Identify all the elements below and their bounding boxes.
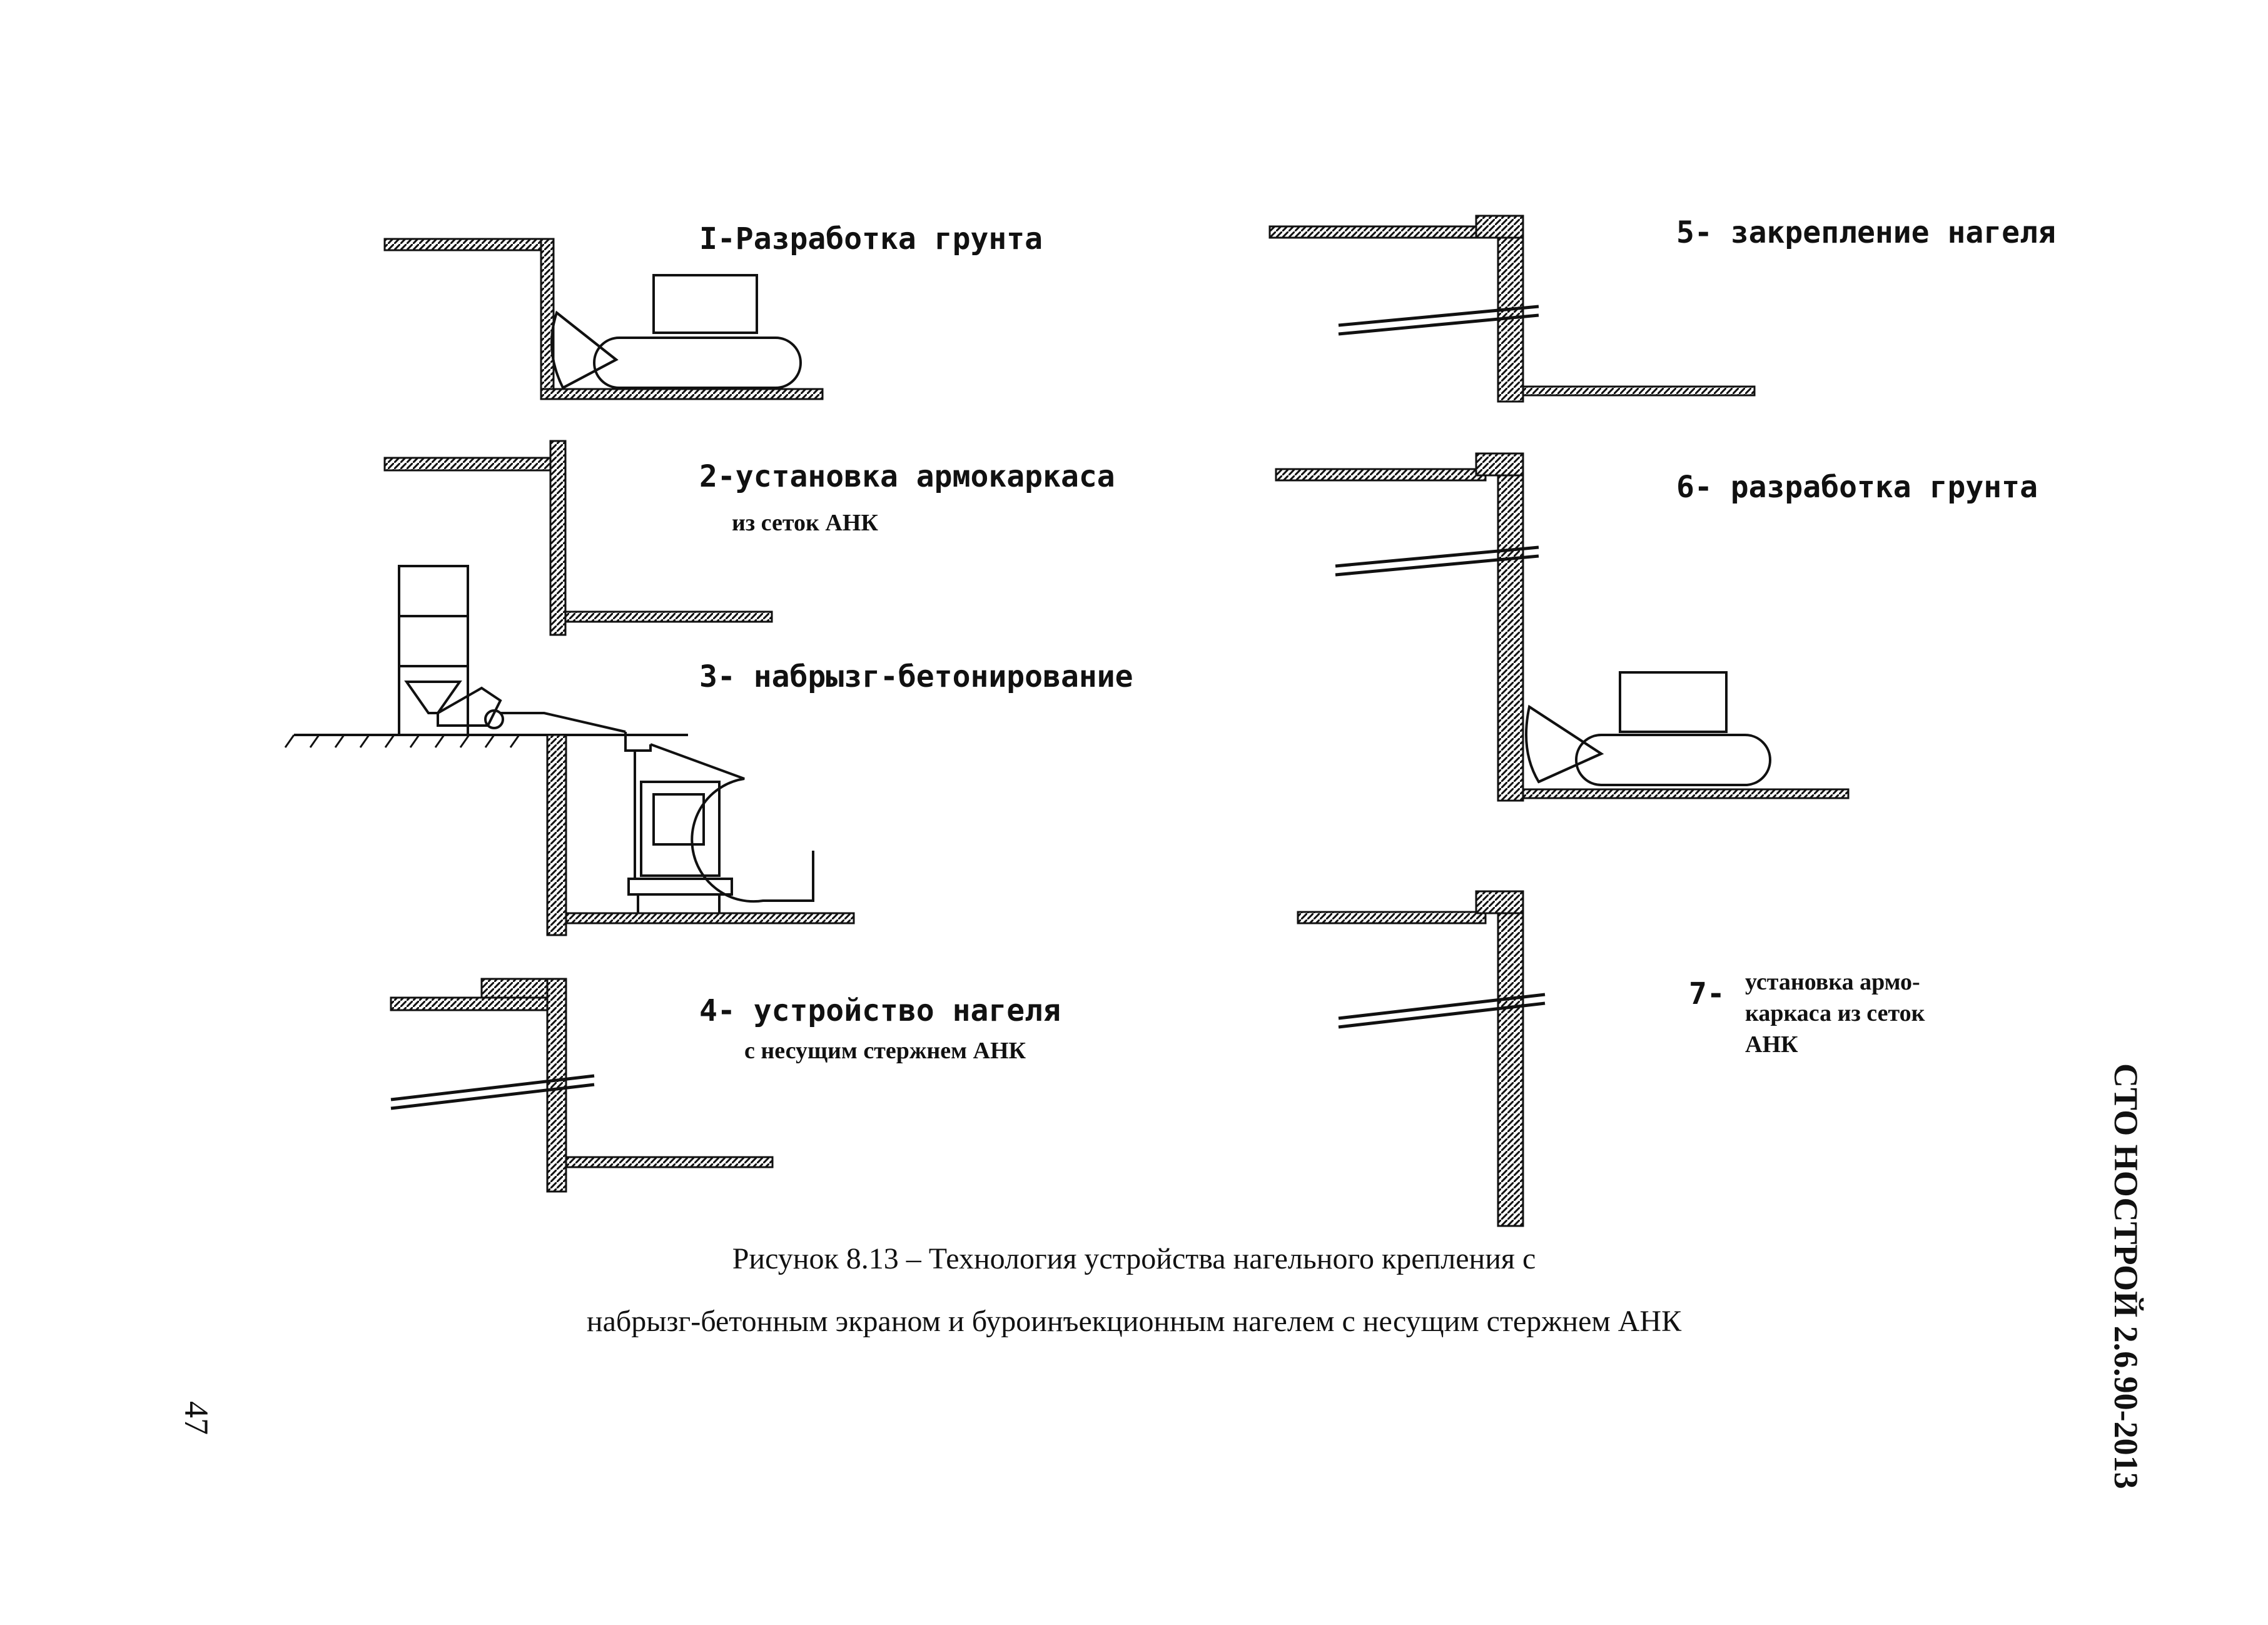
step-2-sublabel: из сеток АНК [732,510,878,536]
step-4-sublabel: с несущим стержнем АНК [744,1038,1026,1064]
step-2-label: 2-установка армокаркаса [699,459,1115,494]
step-3-label: 3- набрызг-бетонирование [699,659,1133,694]
step-2-diagram [383,440,773,636]
figure-caption-line-1: Рисунок 8.13 – Технология устройства наг… [732,1242,1536,1275]
step-5-diagram [1268,215,1756,403]
sprayer-machine-icon [624,732,814,913]
excavator-icon [1525,671,1771,786]
document-standard-code: СТО НОСТРОЙ 2.6.90-2013 [2107,1063,2145,1489]
step-3-diagram [284,565,855,936]
step-1-label: I-Разработка грунта [699,221,1043,256]
step-5-label: 5- закрепление нагеля [1676,215,2056,250]
step-7-label-line-3: АНК [1745,1031,1798,1058]
page-number: 47 [178,1401,215,1435]
figure-caption-line-2: набрызг-бетонным экраном и буроинъекцион… [586,1305,1682,1338]
step-7-label-line-1: установка армо- [1745,969,1920,995]
step-4-label: 4- устройство нагеля [699,993,1061,1028]
step-6-label: 6- разработка грунта [1676,470,2038,505]
step-4-diagram [390,978,774,1193]
step-6-diagram [1275,452,1850,802]
concrete-pump-icon [398,565,626,736]
excavator-icon [550,274,802,390]
step-1-diagram [383,238,824,400]
step-7-diagram [1297,890,1546,1227]
step-7-label-line-2: каркаса из сеток [1745,1000,1925,1026]
step-7-number: 7- [1689,976,1725,1011]
